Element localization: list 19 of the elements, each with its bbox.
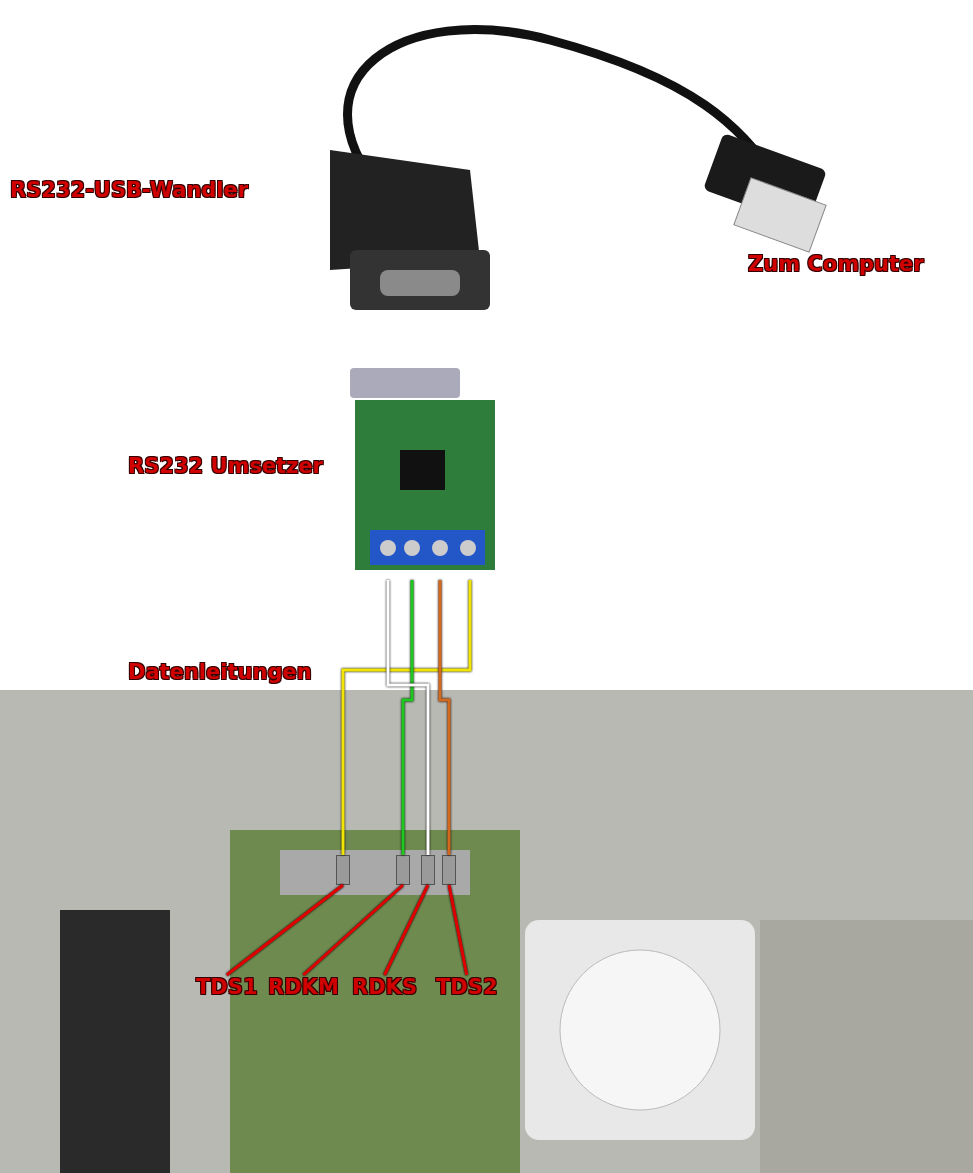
caption: Datenleitungen: [128, 660, 312, 684]
terminal-label: TDS1: [196, 975, 258, 999]
terminal-label: RDKM: [268, 975, 339, 999]
terminal-clamp: [442, 855, 456, 885]
terminal-label: TDS2: [436, 975, 498, 999]
leader-line: [383, 884, 430, 976]
node-label: RS232 Umsetzer: [128, 454, 323, 478]
control-cabinet-drawing: [0, 690, 973, 1173]
wire: [401, 580, 414, 855]
caption: Zum Computer: [748, 252, 924, 276]
leader-line: [447, 884, 469, 976]
leader-line: [302, 883, 404, 977]
terminal-label: RDKS: [352, 975, 417, 999]
terminal-clamp: [336, 855, 350, 885]
wire: [438, 580, 451, 855]
wire: [341, 580, 472, 855]
terminal-clamp: [396, 855, 410, 885]
node-label: RS232-USB-Wandler: [10, 178, 249, 202]
terminal-clamp: [421, 855, 435, 885]
